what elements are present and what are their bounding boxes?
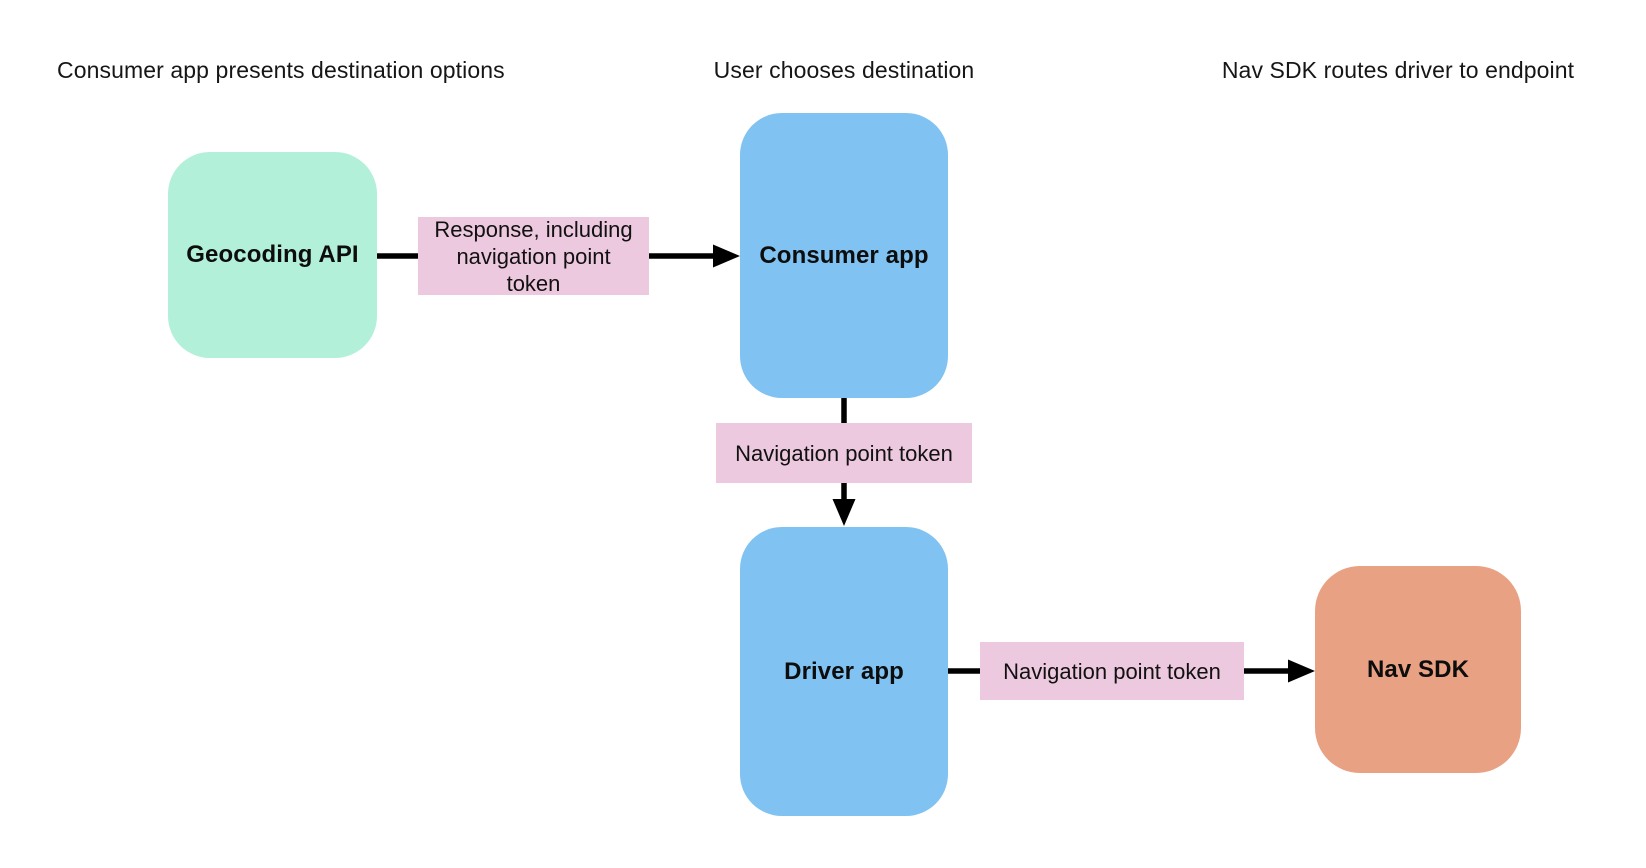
node-geocoding-api-label: Geocoding API	[186, 241, 359, 268]
arrow-head-icon	[832, 499, 856, 526]
node-geocoding-api: Geocoding API	[168, 152, 377, 358]
arrow-head-icon	[1288, 659, 1315, 683]
node-driver-app: Driver app	[740, 527, 948, 816]
edge-label-line: Navigation point token	[735, 440, 953, 466]
edge-label-line: Response, including	[434, 216, 633, 242]
node-consumer-app: Consumer app	[740, 113, 948, 398]
arrow-head-icon	[713, 244, 740, 268]
phase-header-user-chooses: User chooses destination	[713, 57, 975, 83]
node-nav-sdk: Nav SDK	[1315, 566, 1521, 773]
phase-header-navsdk-routes: Nav SDK routes driver to endpoint	[1221, 57, 1575, 83]
phase-header-consumer-presents: Consumer app presents destination option…	[57, 57, 505, 83]
edge-label-response-including-token: Response, including navigation point tok…	[418, 216, 649, 296]
node-nav-sdk-label: Nav SDK	[1366, 655, 1470, 683]
node-consumer-app-label: Consumer app	[759, 241, 929, 269]
edge-label-line: navigation point	[456, 243, 611, 269]
edge-label-line: token	[506, 270, 561, 296]
edge-label-navigation-point-token-horizontal: Navigation point token	[980, 642, 1244, 700]
edge-label-line: Navigation point token	[1003, 658, 1221, 684]
edge-label-navigation-point-token-vertical: Navigation point token	[716, 423, 972, 483]
node-driver-app-label: Driver app	[784, 657, 904, 685]
